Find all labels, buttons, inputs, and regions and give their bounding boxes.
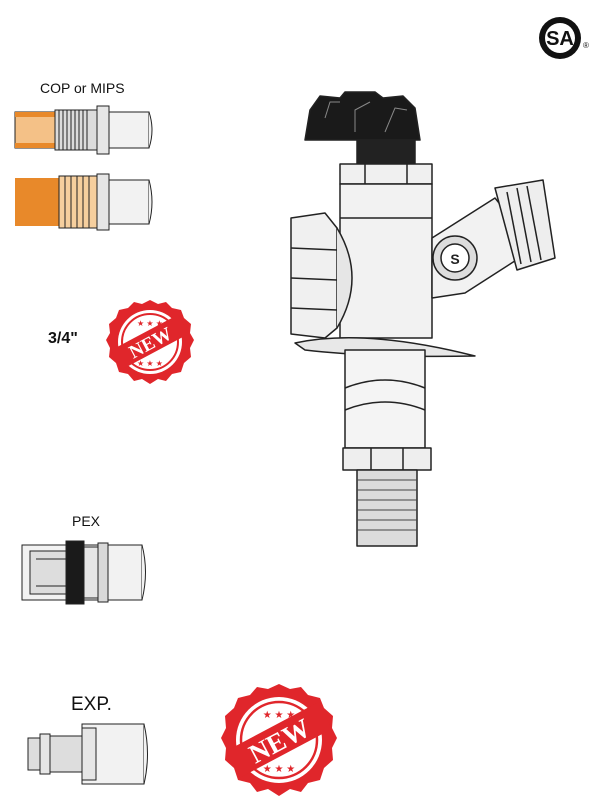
cop-fitting-illustration (14, 105, 153, 155)
svg-text:★ ★ ★: ★ ★ ★ (137, 359, 163, 368)
new-stamp-large-icon: ★ ★ ★ ★ ★ ★ NEW (221, 684, 337, 796)
pex-label: PEX (72, 513, 101, 529)
exp-fitting-illustration (27, 723, 148, 785)
new-stamp-icon: ★ ★ ★ ★ ★ ★ NEW (106, 300, 194, 384)
svg-text:S: S (450, 251, 459, 267)
csa-logo-icon: SA ® (539, 17, 589, 59)
exp-label: EXP. (71, 694, 112, 715)
pex-fitting-illustration (21, 540, 146, 605)
svg-text:★ ★ ★: ★ ★ ★ (263, 710, 295, 721)
svg-text:★ ★ ★: ★ ★ ★ (137, 319, 163, 328)
copper-fitting-illustration (15, 173, 153, 231)
faucet-valve-illustration: S (290, 91, 556, 547)
svg-text:SA: SA (546, 28, 574, 50)
size-label: 3/4" (48, 330, 78, 347)
registered-mark: ® (583, 41, 589, 50)
svg-text:★ ★ ★: ★ ★ ★ (263, 764, 295, 775)
cop-mips-label: COP or MIPS (40, 80, 125, 96)
